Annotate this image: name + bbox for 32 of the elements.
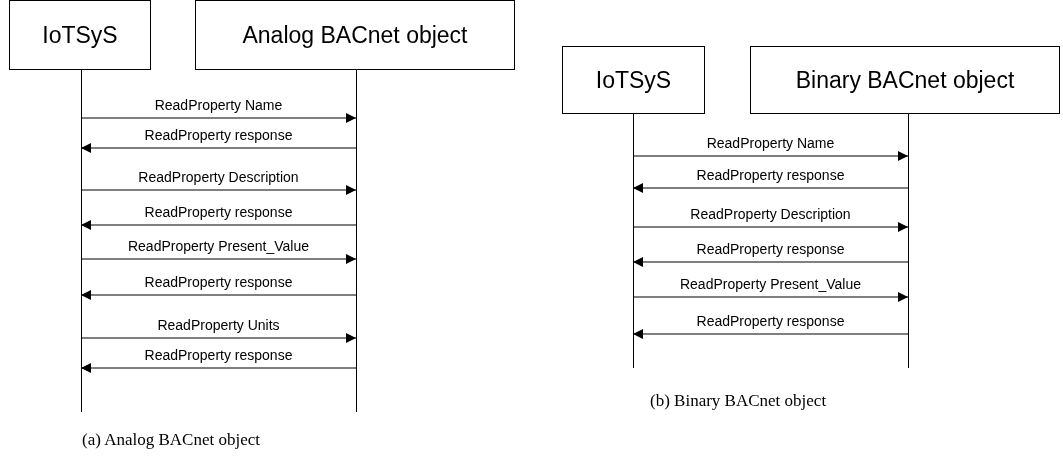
message-arrow: [632, 292, 909, 302]
message-arrow: [632, 222, 909, 232]
edge-label: ReadProperty response: [142, 348, 295, 362]
participant-name: IoTSyS: [595, 65, 672, 95]
message-arrow: [632, 329, 909, 339]
edge-label: ReadProperty Units: [155, 318, 282, 332]
message-arrow: [80, 220, 357, 230]
edge-label: ReadProperty response: [694, 314, 847, 328]
edge-label: ReadProperty Name: [152, 98, 285, 112]
edge-label: ReadProperty response: [142, 205, 295, 219]
edge-label: ReadProperty Name: [704, 136, 837, 150]
message-arrow: [632, 257, 909, 267]
message-arrow: [80, 113, 357, 123]
edge-label: ReadProperty Description: [136, 170, 301, 184]
edge-label: ReadProperty response: [142, 275, 295, 289]
edge-label: ReadProperty response: [694, 242, 847, 256]
figure-caption: (b) Binary BACnet object: [650, 390, 827, 412]
message-arrow: [80, 290, 357, 300]
participant-name: Binary BACnet object: [795, 65, 1015, 95]
message-arrow: [80, 333, 357, 343]
edge-label: ReadProperty Description: [688, 207, 853, 221]
edge-label: ReadProperty response: [694, 168, 847, 182]
message-arrow: [632, 151, 909, 161]
message-arrow: [80, 363, 357, 373]
edge-label: ReadProperty response: [142, 128, 295, 142]
participant-name: Analog BACnet object: [242, 20, 468, 50]
figure-caption: (a) Analog BACnet object: [82, 429, 260, 451]
message-arrow: [632, 183, 909, 193]
participant-name: IoTSyS: [42, 20, 118, 50]
message-arrow: [80, 185, 357, 195]
message-arrow: [80, 254, 357, 264]
message-arrow: [80, 143, 357, 153]
